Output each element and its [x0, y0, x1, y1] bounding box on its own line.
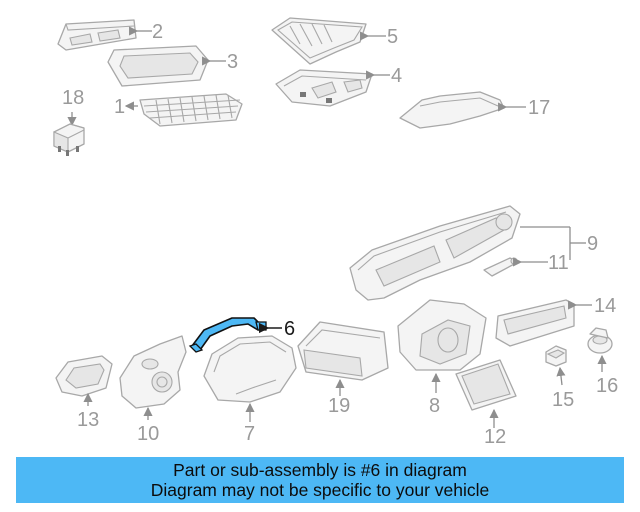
part-7-meter-hood[interactable] [203, 335, 297, 403]
callout-9: 9 [587, 233, 598, 255]
callout-18: 18 [62, 87, 84, 109]
part-6-highlighted-trim[interactable] [188, 317, 267, 353]
callout-8: 8 [429, 395, 440, 417]
part-16-knob[interactable] [587, 327, 613, 354]
callout-5: 5 [387, 26, 398, 48]
callout-19: 19 [328, 395, 350, 417]
part-18-switch[interactable] [53, 123, 85, 156]
callout-16: 16 [596, 375, 618, 397]
part-5-upper-cover[interactable] [271, 17, 367, 65]
banner-line-2: Diagram may not be specific to your vehi… [150, 480, 490, 500]
callout-15: 15 [552, 389, 574, 411]
part-1-mesh-grille[interactable] [139, 93, 243, 127]
part-13-tray[interactable] [55, 355, 113, 397]
part-4-vent-panel[interactable] [275, 69, 373, 107]
part-8-center-bracket[interactable] [397, 299, 487, 371]
part-14-storage-lid[interactable] [495, 299, 575, 347]
callout-11: 11 [548, 252, 569, 274]
part-19-airbag[interactable] [297, 321, 389, 381]
callout-10: 10 [137, 423, 159, 445]
part-11-rod[interactable] [483, 257, 519, 277]
callout-14: 14 [594, 295, 616, 317]
callout-2: 2 [152, 21, 163, 43]
callout-4: 4 [391, 65, 402, 87]
callout-6: 6 [284, 318, 295, 340]
callout-17: 17 [528, 97, 550, 119]
part-12-display[interactable] [455, 359, 517, 411]
callout-3: 3 [227, 51, 238, 73]
callout-7: 7 [244, 423, 255, 445]
callout-1: 1 [114, 96, 125, 118]
banner-line-1: Part or sub-assembly is #6 in diagram [173, 460, 467, 480]
part-10-column-cover[interactable] [119, 335, 187, 409]
part-9-instrument-panel[interactable] [349, 205, 521, 301]
info-banner: Part or sub-assembly is #6 in diagram Di… [16, 457, 624, 503]
part-3-frame[interactable] [107, 45, 209, 87]
callout-13: 13 [77, 409, 99, 431]
callout-12: 12 [484, 426, 506, 448]
part-17-bracket[interactable] [399, 91, 505, 129]
part-2-defroster-grille[interactable] [57, 19, 137, 51]
part-15-clip[interactable] [545, 345, 567, 367]
